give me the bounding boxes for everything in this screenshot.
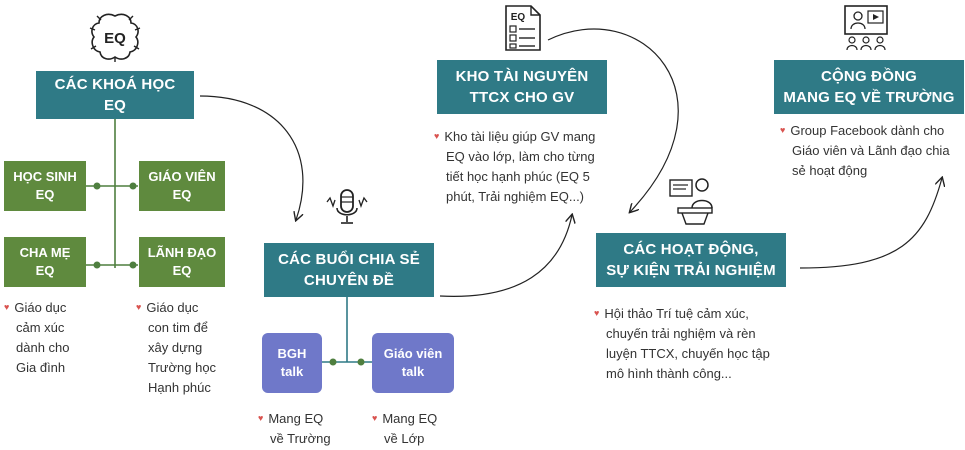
heart-bullet-icon: ♥ xyxy=(136,302,142,312)
students-line2: EQ xyxy=(35,187,55,202)
talks-desc-school: ♥Mang EQ về Trường xyxy=(258,411,331,446)
checklist-icon: EQ xyxy=(503,4,543,52)
parents-line1: CHA MẸ xyxy=(19,245,71,260)
heart-bullet-icon: ♥ xyxy=(780,125,786,135)
activities-desc: ♥Hội thảo Trí tuệ cảm xúc, chuyến trải n… xyxy=(594,306,770,381)
courses-tree-dots xyxy=(93,182,137,269)
bgh-talk-box: BGH talk xyxy=(262,333,322,393)
courses-title-line2: EQ xyxy=(103,97,127,114)
presenter-icon xyxy=(668,176,720,226)
leaders-line1: LÃNH ĐẠO xyxy=(147,245,217,260)
teachers-course-box: GIÁO VIÊN EQ xyxy=(139,161,225,211)
video-conference-icon xyxy=(842,4,892,52)
teachers-line1: GIÁO VIÊN xyxy=(148,169,216,184)
courses-title-line1: CÁC KHOÁ HỌC xyxy=(54,76,176,93)
heart-bullet-icon: ♥ xyxy=(258,413,264,423)
talks-title-line2: CHUYÊN ĐỀ xyxy=(303,272,395,289)
talks-title-box: CÁC BUỔI CHIA SẺ CHUYÊN ĐỀ xyxy=(264,243,434,297)
parents-course-box: CHA MẸ EQ xyxy=(4,237,86,287)
svg-text:EQ: EQ xyxy=(104,30,126,47)
courses-title-box: CÁC KHOÁ HỌC EQ xyxy=(36,71,194,119)
brain-icon: EQ xyxy=(87,10,143,64)
svg-text:EQ: EQ xyxy=(511,12,526,23)
courses-desc-school: ♥Giáo dục con tim để xây dựng Trường học… xyxy=(136,300,217,395)
arrow-talks-to-resources xyxy=(439,215,572,297)
arrow-courses-to-talks xyxy=(199,95,304,220)
resources-title-box: KHO TÀI NGUYÊN TTCX CHO GV xyxy=(437,60,607,114)
students-line1: HỌC SINH xyxy=(13,169,77,184)
heart-bullet-icon: ♥ xyxy=(4,302,10,312)
teachers-line2: EQ xyxy=(172,187,192,202)
talks-title-line1: CÁC BUỔI CHIA SẺ xyxy=(278,251,420,268)
students-course-box: HỌC SINH EQ xyxy=(4,161,86,211)
heart-bullet-icon: ♥ xyxy=(372,413,378,423)
microphone-icon xyxy=(325,188,369,228)
heart-bullet-icon: ♥ xyxy=(434,131,440,141)
talks-tree-dots xyxy=(329,358,365,366)
arrow-resources-to-activities xyxy=(547,28,679,212)
parents-line2: EQ xyxy=(35,263,55,278)
talks-desc-class: ♥Mang EQ về Lớp xyxy=(372,411,438,446)
talks-tree-lines xyxy=(322,297,372,363)
teacher-talk-box: Giáo viên talk xyxy=(372,333,454,393)
courses-desc-family: ♥Giáo dục cảm xúc dành cho Gia đình xyxy=(4,300,70,375)
arrow-activities-to-community xyxy=(799,178,942,269)
activities-title-box: CÁC HOẠT ĐỘNG, SỰ KIỆN TRẢI NGHIỆM xyxy=(596,233,786,287)
resources-desc: ♥Kho tài liệu giúp GV mang EQ vào lớp, l… xyxy=(434,129,596,204)
leaders-course-box: LÃNH ĐẠO EQ xyxy=(139,237,225,287)
courses-tree-lines xyxy=(86,118,138,268)
community-title-box: CỘNG ĐỒNG MANG EQ VỀ TRƯỜNG xyxy=(774,60,964,114)
heart-bullet-icon: ♥ xyxy=(594,308,600,318)
community-desc: ♥Group Facebook dành cho Giáo viên và Lã… xyxy=(780,123,950,178)
leaders-line2: EQ xyxy=(172,263,192,278)
